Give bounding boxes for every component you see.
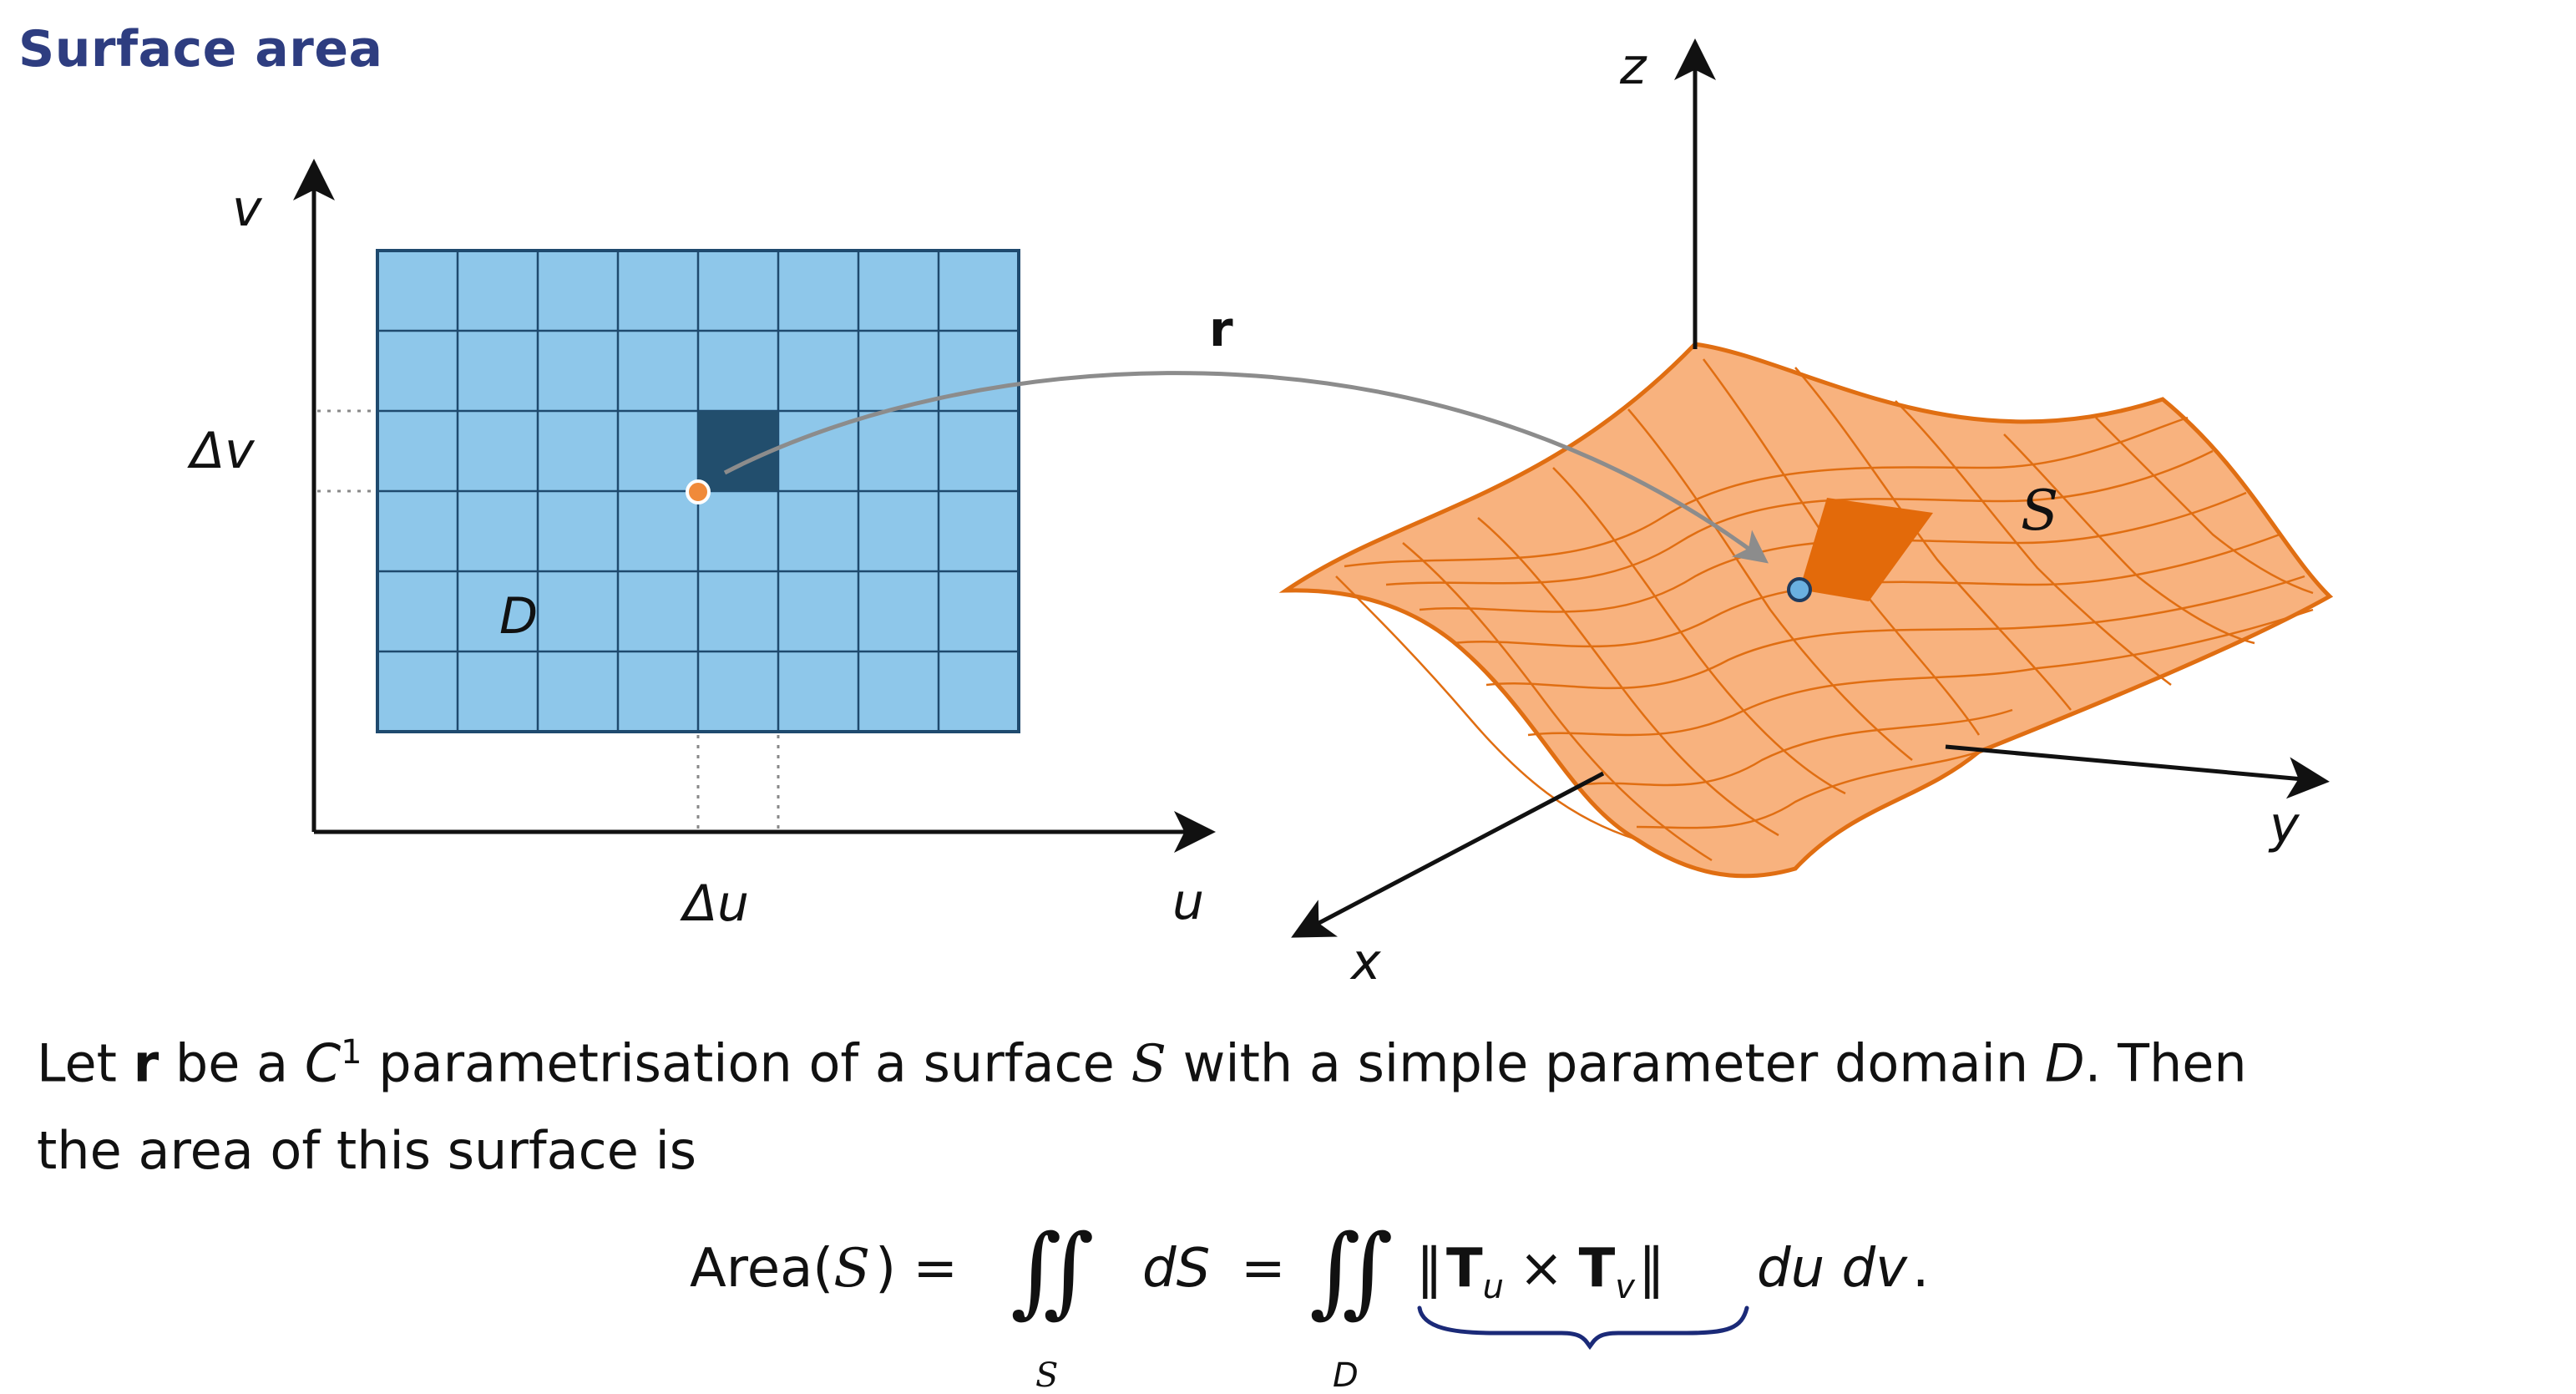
map-label: r	[1209, 301, 1233, 357]
u-axis-label: u	[1172, 873, 1204, 931]
surface	[1278, 342, 2334, 879]
z-axis-label: z	[1619, 38, 1647, 96]
v-axis-label: v	[232, 180, 263, 238]
y-axis-label: y	[2268, 796, 2300, 854]
delta-v-label: Δv	[187, 422, 256, 480]
x-axis	[1291, 771, 1605, 938]
domain-grid	[377, 251, 1019, 732]
c-symbol: C	[304, 1032, 342, 1094]
y-axis	[1945, 744, 2330, 799]
integral-2: ∬	[1309, 1213, 1393, 1328]
s-symbol: S	[1131, 1032, 1167, 1094]
formula-equals: =	[1241, 1238, 1286, 1300]
surface-patch	[1799, 498, 1933, 601]
delta-u-label: Δu	[680, 874, 749, 933]
formula-dudv: du dv	[1757, 1238, 1908, 1300]
formula-period: .	[1912, 1238, 1929, 1300]
definition-line-1: Let r be a C1 parametrisation of a surfa…	[37, 1032, 2247, 1094]
formula-area: Area(S) =	[690, 1238, 958, 1300]
area-formula: Area(S) = ∬ S dS = ∬ D ‖Tu×Tv‖ du dv .	[690, 1213, 1929, 1394]
definition-line-2: the area of this surface is	[37, 1119, 697, 1181]
domain-patch	[698, 411, 778, 491]
x-axis-label: x	[1349, 933, 1381, 991]
integral-2-subscript: D	[1333, 1356, 1359, 1394]
r-symbol: r	[133, 1032, 159, 1094]
surface-label: S	[2021, 479, 2058, 543]
domain-label: D	[499, 587, 538, 646]
map-arrow	[723, 371, 1769, 564]
surface-plot: z y x S	[1278, 38, 2334, 991]
d-symbol: D	[2044, 1032, 2085, 1094]
formula-norm: ‖Tu×Tv‖	[1416, 1238, 1665, 1306]
delta-guides	[317, 409, 780, 830]
integral-1-subscript: S	[1035, 1356, 1058, 1394]
domain-point	[686, 479, 711, 504]
slide-title: Surface area	[18, 20, 383, 79]
definition-text: Let r be a C1 parametrisation of a surfa…	[37, 1009, 2542, 1194]
surface-point	[1787, 577, 1812, 602]
c-superscript: 1	[341, 1033, 362, 1072]
underbrace	[1417, 1305, 1749, 1351]
formula-dS: dS	[1142, 1238, 1210, 1300]
integral-1: ∬	[1010, 1213, 1094, 1328]
domain-plot: v u Δv Δu D	[187, 159, 1216, 933]
